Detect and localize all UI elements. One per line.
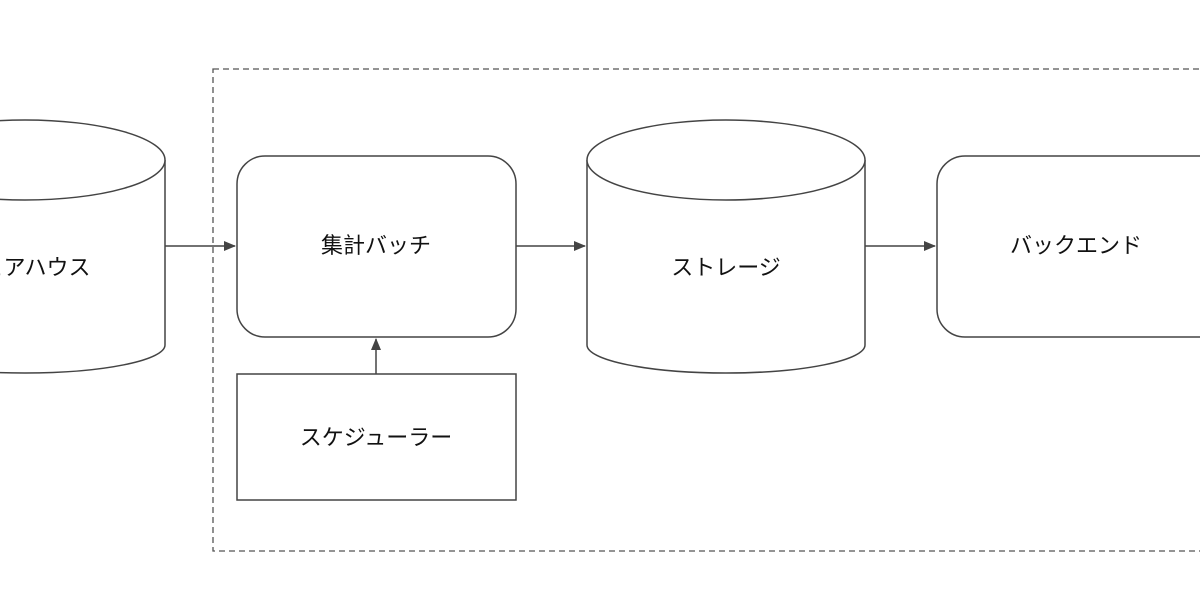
node-backend[interactable]: バックエンド	[936, 155, 1200, 338]
warehouse-label: ウェアハウス	[0, 256, 91, 281]
backend-box	[936, 155, 1200, 338]
scheduler-box	[236, 373, 517, 501]
storage-cylinder-top	[586, 119, 866, 201]
warehouse-cylinder-body	[0, 160, 166, 374]
backend-label: バックエンド	[1010, 234, 1142, 259]
batch-label: 集計バッチ	[321, 234, 431, 259]
storage-label: ストレージ	[671, 256, 781, 281]
node-batch[interactable]: 集計バッチ	[236, 155, 517, 338]
node-warehouse[interactable]: ウェアハウス	[0, 119, 166, 374]
scheduler-label: スケジューラー	[300, 426, 452, 451]
node-storage[interactable]: ストレージ	[586, 119, 866, 374]
warehouse-cylinder-top	[0, 119, 166, 201]
node-scheduler[interactable]: スケジューラー	[236, 373, 517, 501]
system-boundary	[212, 68, 1200, 552]
storage-cylinder-body	[586, 160, 866, 374]
